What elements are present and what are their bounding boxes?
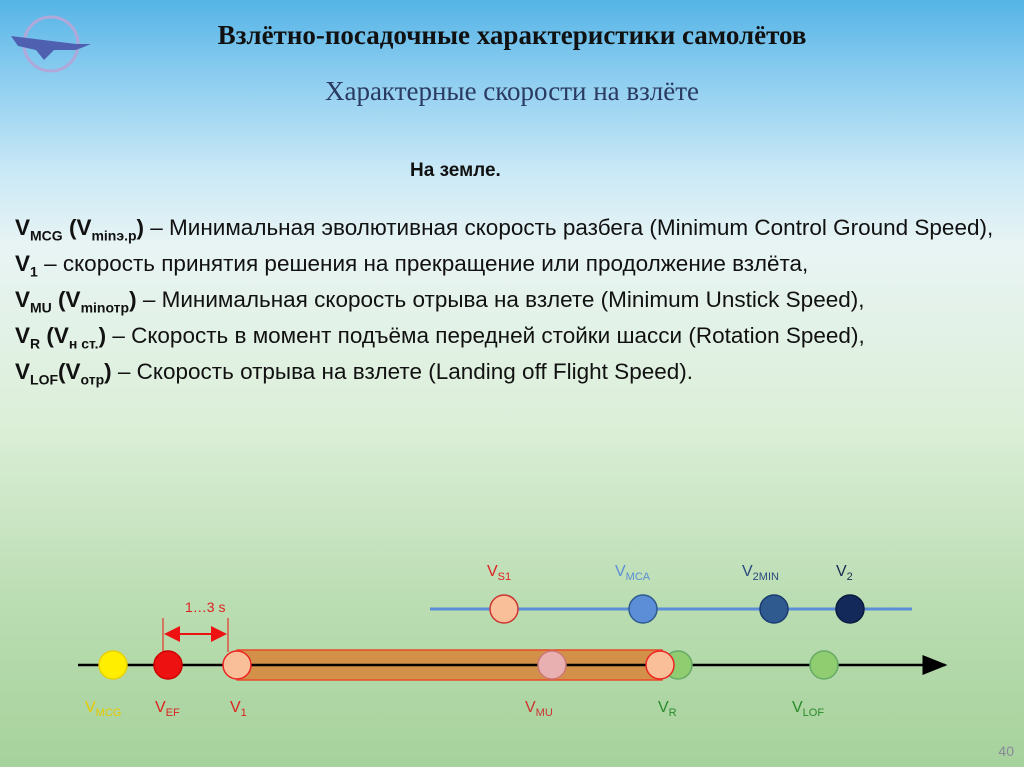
ground-speed-marker-mcg	[98, 650, 128, 680]
definition-item: VMU (Vminотр) – Минимальная скорость отр…	[15, 287, 865, 316]
air-speed-label-s1: VS1	[487, 563, 511, 583]
definition-item: VMCG (Vminэ.р) – Минимальная эволютивная…	[15, 215, 994, 244]
definitions-list: VMCG (Vminэ.р) – Минимальная эволютивная…	[15, 214, 1015, 394]
air-speed-marker-mca	[628, 594, 658, 624]
air-speed-marker-s1	[489, 594, 519, 624]
air-speed-label-2min: V2MIN	[742, 563, 779, 583]
air-speed-marker-2	[835, 594, 865, 624]
ground-speed-label-1: V1	[230, 699, 247, 719]
ground-speed-marker-ef	[153, 650, 183, 680]
ground-speed-marker-lof	[809, 650, 839, 680]
slide-title: Взлётно-посадочные характеристики самолё…	[217, 20, 807, 50]
air-speed-marker-2min	[759, 594, 789, 624]
air-speed-label-mca: VMCA	[615, 563, 651, 583]
definition-item: VLOF(Vотр) – Скорость отрыва на взлете (…	[15, 359, 693, 388]
ground-speed-label-r: VR	[658, 699, 677, 719]
ground-speed-label-mcg: VMCG	[85, 699, 121, 719]
ground-speed-label-mu: VMU	[525, 699, 553, 719]
air-speed-label-2: V2	[836, 563, 853, 583]
slide-subtitle: Характерные скорости на взлёте	[324, 76, 700, 106]
section-heading: На земле.	[410, 160, 501, 181]
ground-speed-label-lof: VLOF	[792, 699, 824, 719]
airline-logo-icon	[11, 15, 91, 73]
ground-speed-marker-r	[645, 650, 675, 680]
ground-speed-label-ef: VEF	[155, 699, 180, 719]
definition-item: V1 – скорость принятия решения на прекра…	[15, 251, 809, 280]
page-number: 40	[998, 743, 1014, 759]
ground-speed-marker-mu	[537, 650, 567, 680]
interval-label: 1…3 s	[185, 599, 225, 615]
definition-item: VR (Vн ст.) – Скорость в момент подъёма …	[15, 323, 865, 352]
ground-speed-marker-1	[222, 650, 252, 680]
